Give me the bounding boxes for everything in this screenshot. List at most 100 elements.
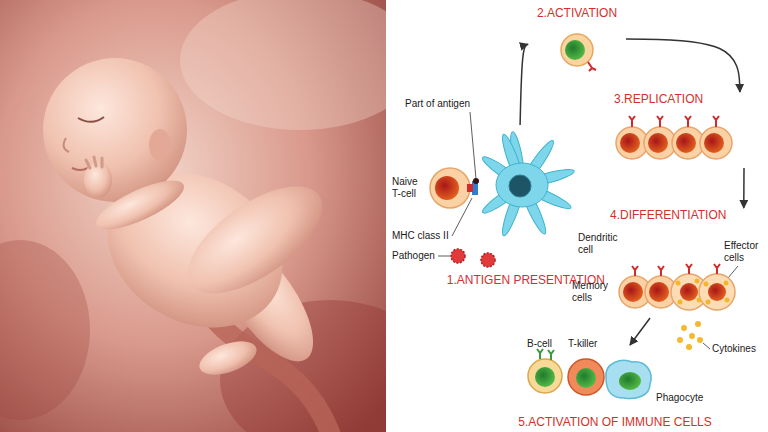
flow-arrow [626, 39, 740, 92]
white-panel [386, 0, 768, 432]
part-label-slot: Naive T-cell [392, 176, 428, 200]
t-killer-cell [576, 368, 596, 388]
activated-cell [561, 34, 593, 66]
phagocyte [606, 361, 651, 399]
fetus-illustration [180, 0, 420, 130]
dendritic-cell [509, 175, 531, 197]
activated-cell [561, 34, 596, 71]
part-label-slot: MHC class II [392, 230, 458, 242]
antigen-mhc [467, 178, 479, 195]
replicated-cells [648, 133, 668, 153]
fetus-illustration [0, 0, 440, 432]
part-label: Cytokines [712, 343, 764, 355]
cytokines [686, 344, 692, 350]
part-label-slot: T-killer [568, 338, 610, 350]
b-cell [528, 349, 562, 393]
part-label-slot: Pathogen [392, 250, 442, 262]
dendritic-cell [496, 163, 548, 207]
stage-group: 3.REPLICATION [612, 92, 762, 168]
stage-group: 2.ACTIVATION [528, 6, 626, 72]
effector-cells [704, 282, 709, 287]
flow-arrow [520, 44, 528, 125]
part-label: Pathogen [392, 250, 442, 262]
effector-cells [699, 274, 735, 310]
pathogen [451, 249, 465, 263]
part-label-slot: B-cell [527, 338, 563, 350]
t-killer-cell [568, 359, 604, 395]
effector-cells [697, 298, 702, 303]
fetus-illustration [78, 117, 104, 122]
part-label: Dendritic cell [578, 232, 626, 256]
naive-t-cell [430, 168, 470, 208]
part-label: MHC class II [392, 230, 458, 242]
replicated-cells [620, 133, 640, 153]
stage-heading: 3.REPLICATION [614, 92, 703, 106]
part-label-slot: Dendritic cell [578, 232, 626, 256]
part-label: Effector cells [724, 240, 766, 264]
part-label-slot: Cytokines [712, 343, 764, 355]
antigen-mhc [473, 178, 479, 184]
phagocyte [619, 372, 641, 390]
part-label: Part of antigen [405, 98, 487, 110]
pathogen [481, 253, 495, 267]
white-panel [386, 0, 768, 432]
fetus-illustration [43, 58, 187, 202]
fetus-illustration [0, 240, 90, 420]
leader-lines [703, 343, 710, 349]
replicated-cells [629, 116, 719, 127]
fetus-illustration [195, 335, 261, 382]
part-label: Naive T-cell [392, 176, 428, 200]
memory-cells [632, 266, 664, 276]
effector-cells [671, 264, 735, 310]
dendritic-cell [480, 131, 576, 238]
flow-arrow [630, 318, 650, 345]
connector-group [520, 39, 744, 345]
leader-lines [438, 256, 450, 257]
stage-group: 1.ANTIGEN PRESENTATION [395, 125, 607, 287]
part-label-slot: Effector cells [724, 240, 766, 264]
antigen-mhc [467, 184, 473, 192]
stage-heading: 5.ACTIVATION OF IMMUNE CELLS [518, 415, 712, 429]
fetus-illustration [64, 138, 69, 152]
cytokines [677, 337, 683, 343]
cytokines [697, 337, 703, 343]
stage-heading: 2.ACTIVATION [537, 6, 617, 20]
phagocyte [606, 361, 651, 399]
pathogen [451, 249, 495, 267]
effector-cells [676, 281, 681, 286]
memory-cells [623, 282, 643, 302]
replicated-cells [704, 133, 724, 153]
leader-lines [470, 112, 476, 179]
effector-cells [724, 281, 729, 286]
part-label-slot: Phagocyte [656, 392, 710, 404]
effector-cells [695, 279, 700, 284]
naive-t-cell [435, 176, 459, 200]
cytokines [681, 325, 687, 331]
part-label: Memory cells [572, 280, 616, 304]
replicated-cells [616, 116, 732, 159]
b-cell [537, 349, 554, 360]
effector-cells [680, 283, 698, 301]
part-label: Phagocyte [656, 392, 710, 404]
t-killer-cell [568, 359, 604, 395]
part-label: B-cell [527, 338, 563, 350]
part-label-slot: Memory cells [572, 280, 616, 304]
cytokines [677, 321, 703, 350]
activated-cell [565, 40, 585, 60]
b-cell [528, 359, 562, 393]
part-label: T-killer [568, 338, 610, 350]
activated-cell [588, 62, 596, 71]
naive-t-cell [430, 168, 470, 208]
stage-heading: 4.DIFFERENTIATION [610, 208, 726, 222]
leader-lines [438, 112, 738, 349]
memory-cells [649, 282, 669, 302]
stage-group: 5.ACTIVATION OF IMMUNE CELLS [505, 345, 725, 429]
effector-cells [725, 298, 730, 303]
replicated-cells [676, 133, 696, 153]
fetus-illustration [72, 168, 88, 170]
replicated-cells [616, 127, 648, 159]
replicated-cells [672, 127, 704, 159]
